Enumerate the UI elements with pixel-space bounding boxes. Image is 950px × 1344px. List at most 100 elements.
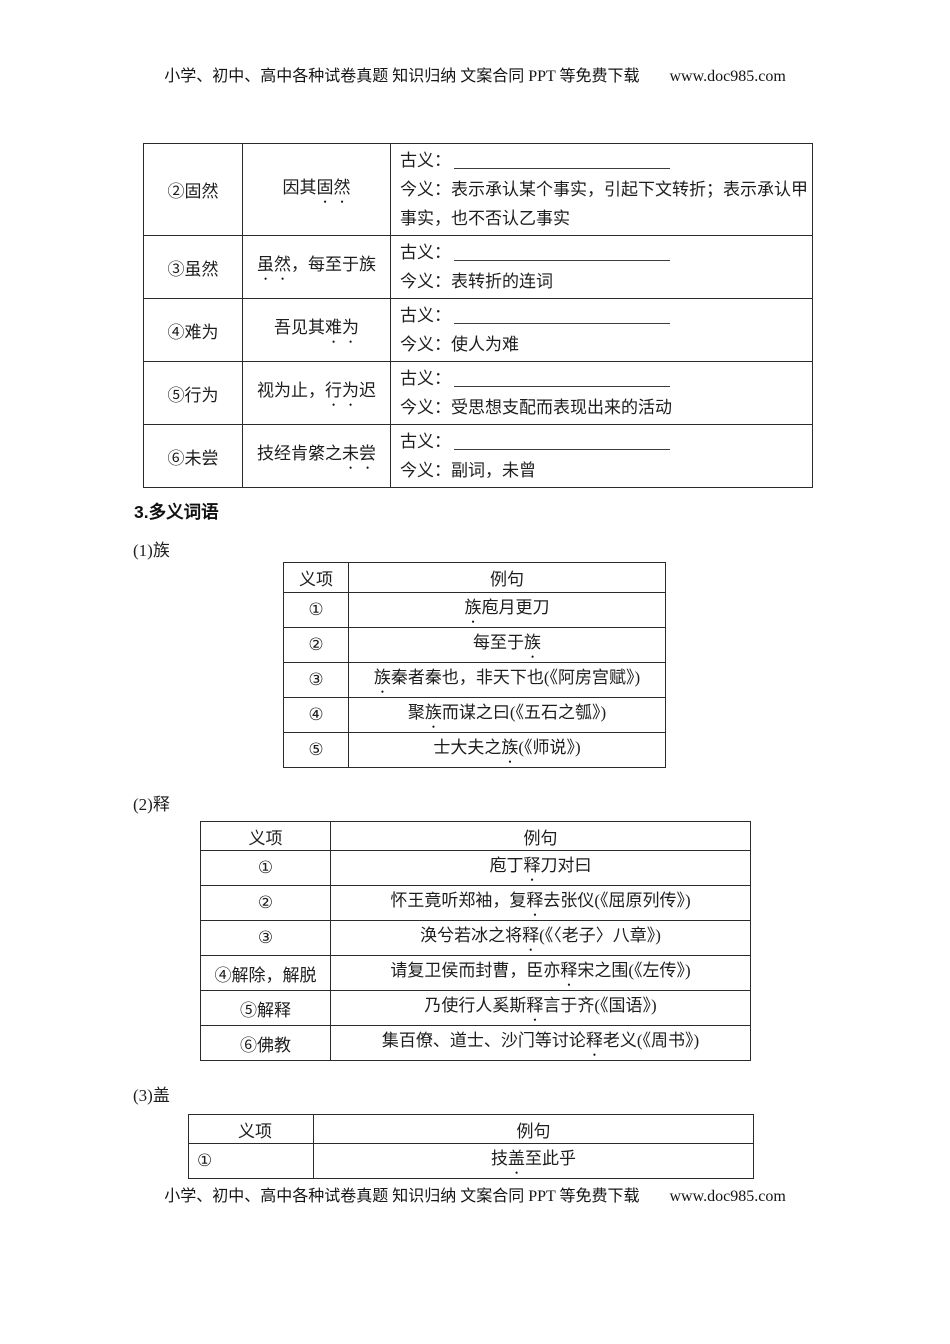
column-header-item: 义项: [188, 1114, 314, 1144]
example-cell: 视为止，行为迟: [242, 361, 391, 425]
emphasized-text: 族: [524, 633, 541, 652]
emphasized-text: 释: [523, 856, 541, 875]
plain-text: 去张仪(《屈原列传》): [543, 891, 691, 910]
emphasized-text: 未尝: [342, 444, 376, 463]
ancient-meaning-label: 古义：: [400, 369, 451, 388]
sense-item-cell: ④解除，解脱: [200, 955, 331, 991]
table-row: ④解除，解脱 请复卫侯而封曹，臣亦释宋之围(《左传》): [200, 955, 751, 991]
column-header-item: 义项: [200, 821, 331, 851]
emphasized-text: 盖: [508, 1149, 525, 1168]
table-row: ⑥佛教集百僚、道士、沙门等讨论释老义(《周书》): [200, 1025, 751, 1061]
ancient-meaning-label: 古义：: [400, 243, 451, 262]
example-cell: 技盖至此乎: [313, 1143, 754, 1179]
emphasized-text: 释: [526, 891, 544, 910]
meaning-cell: 古义： 今义：受思想支配而表现出来的活动: [390, 361, 813, 425]
plain-text: 刀对曰: [540, 856, 592, 875]
sense-item-cell: ①: [200, 850, 331, 886]
sense-item-cell: ③: [200, 920, 331, 956]
plain-text: 乃使行人奚斯: [424, 996, 527, 1015]
plain-text: 庖月更刀: [481, 598, 550, 617]
example-cell: 吾见其难为: [242, 298, 391, 362]
modern-meaning-text: 副词，未曾: [451, 461, 536, 480]
word-cell: ⑤行为: [143, 361, 243, 425]
table-row: ③虽然虽然，每至于族古义：今义：表转折的连词: [143, 235, 813, 299]
example-cell: 庖丁释刀对曰: [330, 850, 751, 886]
column-header-example: 例句: [330, 821, 751, 851]
ancient-meaning-label: 古义：: [400, 151, 451, 170]
sense-item-cell: ⑤解释: [200, 990, 331, 1026]
header-text: 小学、初中、高中各种试卷真题 知识归纳 文案合同 PPT 等免费下载: [164, 68, 640, 85]
modern-meaning-line: 今义：副词，未曾: [400, 456, 809, 485]
subsection-label-shi: (2)释: [133, 795, 170, 814]
ancient-meaning-line: 古义：: [400, 301, 809, 330]
plain-text: 而谋之曰(《五石之瓠》): [441, 703, 607, 722]
table-header-row: 义项例句: [283, 562, 666, 593]
meaning-cell: 古义：今义：表示承认某个事实，引起下文转折；表示承认甲事实，也不否认乙事实: [390, 143, 813, 236]
plain-text: (《〈老子〉八章》): [539, 926, 661, 945]
emphasized-text: 族: [373, 668, 391, 687]
plain-text: 宋之围(《左传》): [577, 961, 691, 980]
modern-meaning-label: 今义：: [400, 272, 451, 291]
word-cell: ③虽然: [143, 235, 243, 299]
blank-underline: [454, 246, 670, 261]
table-row: ⑤解释乃使行人奚斯释言于齐(《国语》): [200, 990, 751, 1026]
sense-item-cell: ③: [283, 662, 349, 698]
table-row: ②固然因其固然古义：今义：表示承认某个事实，引起下文转折；表示承认甲事实，也不否…: [143, 143, 813, 236]
plain-text: 怀王竟听郑袖，复: [390, 891, 527, 910]
plain-text: 聚: [407, 703, 425, 722]
sense-item-cell: ②: [200, 885, 331, 921]
blank-underline: [454, 309, 670, 324]
table-header-row: 义项例句: [200, 821, 751, 851]
emphasized-text: 行为: [325, 381, 359, 400]
ancient-meaning-line: 古义：: [400, 427, 809, 456]
emphasized-text: 族: [424, 703, 442, 722]
column-header-example: 例句: [313, 1114, 754, 1144]
plain-text: 集百僚、道士、沙门等讨论: [381, 1031, 586, 1050]
word-cell: ⑥未尝: [143, 424, 243, 488]
ancient-modern-meanings-table: ②固然因其固然古义：今义：表示承认某个事实，引起下文转折；表示承认甲事实，也不否…: [143, 143, 813, 488]
table-row: ⑤行为视为止，行为迟古义： 今义：受思想支配而表现出来的活动: [143, 361, 813, 425]
modern-meaning-line: 今义：受思想支配而表现出来的活动: [400, 393, 809, 422]
header-url: www.doc985.com: [669, 68, 786, 85]
example-cell: 士大夫之族(《师说》): [348, 732, 666, 768]
plain-text: 视为止，: [257, 381, 325, 400]
modern-meaning-text: 受思想支配而表现出来的活动: [451, 398, 672, 417]
ancient-meaning-line: 古义：: [400, 238, 809, 267]
word-cell: ④难为: [143, 298, 243, 362]
plain-text: 老义(《周书》): [602, 1031, 700, 1050]
footer-url: www.doc985.com: [669, 1188, 786, 1205]
meaning-cell: 古义：今义：副词，未曾: [390, 424, 813, 488]
page-header: 小学、初中、高中各种试卷真题 知识归纳 文案合同 PPT 等免费下载 www.do…: [0, 66, 950, 88]
plain-text: 请复卫侯而封曹，臣亦: [390, 961, 561, 980]
blank-underline: [454, 154, 670, 169]
modern-meaning-text: 表示承认某个事实，引起下文转折；表示承认甲事实，也不否认乙事实: [400, 180, 808, 228]
sense-item-cell: ①: [283, 592, 349, 628]
example-cell: 因其固然: [242, 143, 391, 236]
emphasized-text: 释: [560, 961, 578, 980]
example-cell: 涣兮若冰之将释(《〈老子〉八章》): [330, 920, 751, 956]
meaning-cell: 古义：今义：使人为难: [390, 298, 813, 362]
plain-text: 言于齐(《国语》): [543, 996, 657, 1015]
sense-item-cell: ④: [283, 697, 349, 733]
example-cell: 集百僚、道士、沙门等讨论释老义(《周书》): [330, 1025, 751, 1061]
example-cell: 聚族而谋之曰(《五石之瓠》): [348, 697, 666, 733]
sense-item-cell: ⑥佛教: [200, 1025, 331, 1061]
plain-text: 每至于: [473, 633, 524, 652]
ancient-meaning-line: 古义：: [400, 146, 809, 175]
sense-item-cell: ⑤: [283, 732, 349, 768]
plain-text: 吾见其: [274, 318, 325, 337]
plain-text: 庖丁: [489, 856, 524, 875]
emphasized-text: 释: [522, 926, 540, 945]
modern-meaning-line: 今义：使人为难: [400, 330, 809, 359]
